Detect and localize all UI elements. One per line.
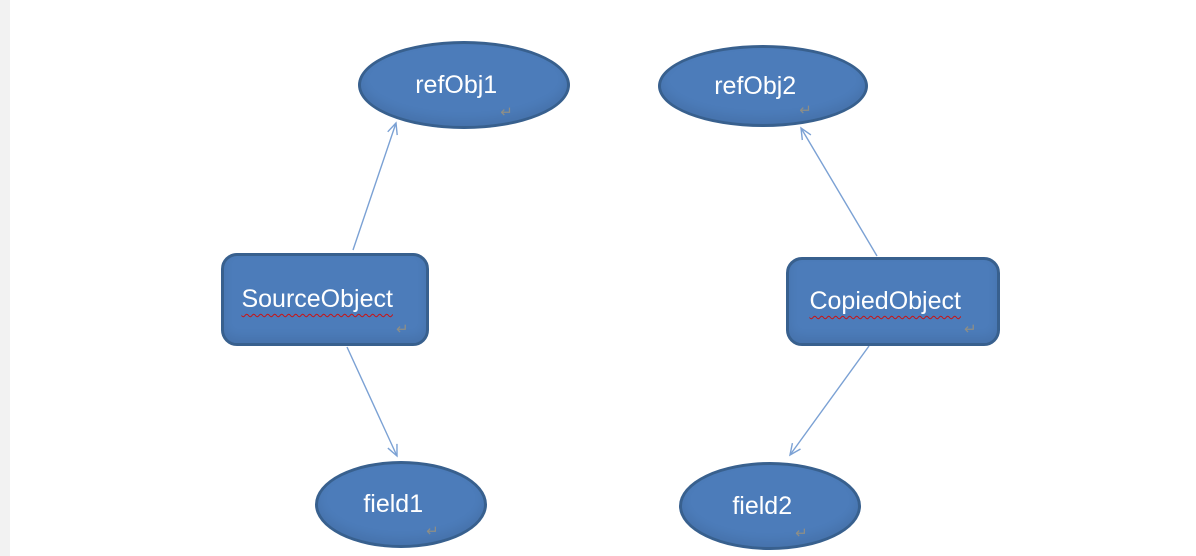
- end-of-line-mark: ↵: [500, 104, 513, 121]
- connector-SourceObject-to-refObj1[interactable]: [352, 121, 398, 251]
- node-field1-label: field1: [363, 490, 424, 518]
- connector-CopiedObject-to-field2[interactable]: [789, 345, 870, 457]
- node-field2[interactable]: field2 ↵: [679, 462, 861, 550]
- node-refobj1-label: refObj1: [415, 70, 498, 99]
- node-copied-object-label: CopiedObject: [809, 287, 961, 315]
- end-of-line-mark: ↵: [799, 102, 812, 119]
- node-source-object[interactable]: SourceObject ↵: [221, 253, 429, 346]
- node-field2-label: field2: [732, 491, 793, 520]
- end-of-line-mark: ↵: [426, 523, 439, 540]
- node-refobj2[interactable]: refObj2 ↵: [658, 45, 868, 127]
- node-copied-object[interactable]: CopiedObject ↵: [786, 257, 1000, 346]
- end-of-line-mark: ↵: [795, 525, 808, 542]
- page-edge-strip: [0, 0, 10, 556]
- connector-CopiedObject-to-refObj2[interactable]: [800, 126, 878, 257]
- end-of-line-mark: ↵: [963, 321, 977, 338]
- node-source-object-label: SourceObject: [241, 285, 393, 313]
- end-of-line-mark: ↵: [395, 321, 409, 338]
- connector-SourceObject-to-field1[interactable]: [346, 346, 398, 458]
- node-field1[interactable]: field1 ↵: [315, 461, 487, 548]
- node-refobj1[interactable]: refObj1 ↵: [358, 41, 570, 129]
- node-refobj2-label: refObj2: [714, 71, 797, 100]
